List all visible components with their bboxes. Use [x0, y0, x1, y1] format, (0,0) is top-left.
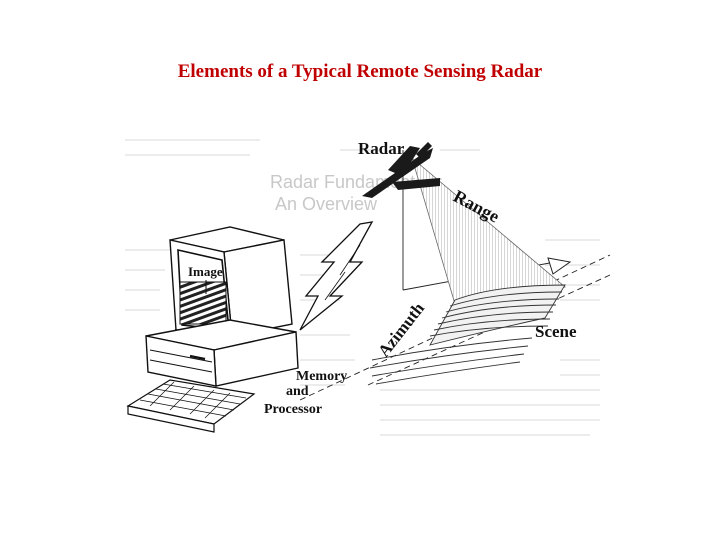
- background-heading-line2: An Overview: [275, 194, 378, 214]
- keyboard: [126, 379, 256, 433]
- label-radar: Radar: [358, 139, 405, 158]
- label-memory: Memory: [296, 369, 347, 384]
- label-image: Image: [188, 264, 223, 279]
- computer-monitor: [169, 226, 293, 346]
- background-page-texture: [125, 139, 600, 436]
- data-link-arrow: [299, 221, 374, 331]
- label-processor: Processor: [264, 402, 322, 417]
- range-arrowhead: [547, 257, 572, 275]
- label-and: and: [286, 384, 309, 399]
- scene-swath: [369, 284, 566, 385]
- slide-title: Elements of a Typical Remote Sensing Rad…: [177, 61, 543, 82]
- label-scene: Scene: [535, 322, 577, 341]
- processor-unit: [145, 319, 299, 387]
- aircraft: [362, 142, 440, 198]
